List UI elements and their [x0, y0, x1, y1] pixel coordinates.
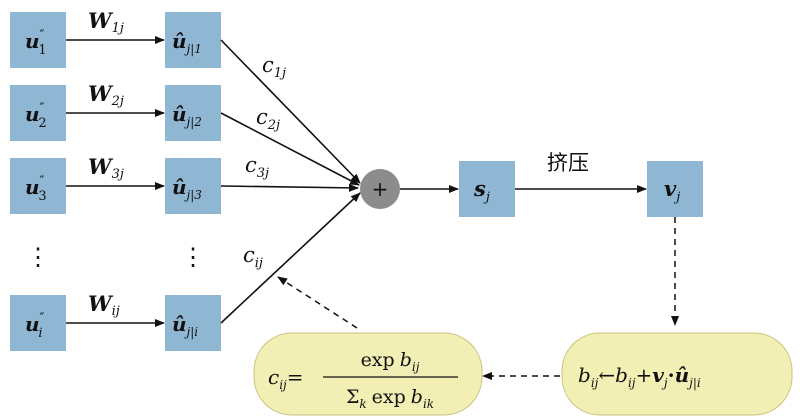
input-box-i [10, 295, 66, 351]
sum-circle [360, 169, 400, 209]
weight-label-2: W2j [88, 81, 124, 109]
softmax-rule-box [253, 332, 483, 416]
prediction-ellipsis: ⋮ [181, 243, 205, 271]
sum-node: + [360, 169, 400, 209]
coupling-arrow-2 [220, 112, 360, 186]
coupling-label-2: c2j [256, 105, 280, 133]
input-box-2 [10, 85, 66, 141]
input-label-i: u″i [25, 311, 45, 341]
prediction-box-1 [165, 12, 221, 68]
coupling-arrow-3 [220, 183, 359, 192]
coupling-label-1: c1j [262, 53, 286, 81]
update-rule-text: bij←bij+vj·ûj|i [578, 363, 701, 390]
squash-label: 挤压 [547, 151, 589, 175]
input-box-3 [10, 158, 66, 214]
prediction-box-3 [165, 158, 221, 214]
input-ellipsis: ⋮ [26, 243, 50, 271]
input-label-3: u″3 [25, 174, 47, 204]
s-node-box [459, 161, 515, 217]
v-node-box [647, 161, 703, 217]
prediction-label-2: ûj|2 [172, 102, 202, 129]
prediction-capsules: ûj|1 ûj|2 ûj|3 ûj|i ⋮ [165, 12, 221, 351]
weight-label-1: W1j [88, 8, 124, 36]
prediction-box-2 [165, 85, 221, 141]
input-capsules: u″1 u″2 u″3 u″i ⋮ [10, 12, 66, 351]
weight-label-3: W3j [88, 154, 124, 182]
coupling-arrows: c1j c2j c3j cij [220, 39, 361, 324]
sum-symbol: + [372, 177, 389, 201]
prediction-label-1: ûj|1 [172, 29, 202, 56]
softmax-lhs: cij= [268, 365, 304, 392]
prediction-box-i [165, 295, 221, 351]
s-node-label: sj [473, 176, 490, 205]
update-rule-box [561, 332, 793, 416]
coupling-label-3: c3j [245, 153, 269, 181]
input-label-2: u″2 [25, 101, 47, 131]
input-label-1: u″1 [25, 28, 47, 58]
coupling-arrow-i [220, 192, 361, 324]
prediction-label-3: ûj|3 [172, 175, 202, 202]
weight-label-i: Wij [88, 291, 120, 319]
coupling-label-i: cij [243, 243, 263, 271]
feedback-arrow-up [277, 276, 358, 329]
coupling-arrow-1 [220, 39, 361, 184]
prediction-label-i: ûj|i [172, 312, 198, 339]
v-node-label: vj [664, 176, 680, 205]
weight-arrows: W1j W2j W3j Wij [66, 8, 165, 327]
input-box-1 [10, 12, 66, 68]
